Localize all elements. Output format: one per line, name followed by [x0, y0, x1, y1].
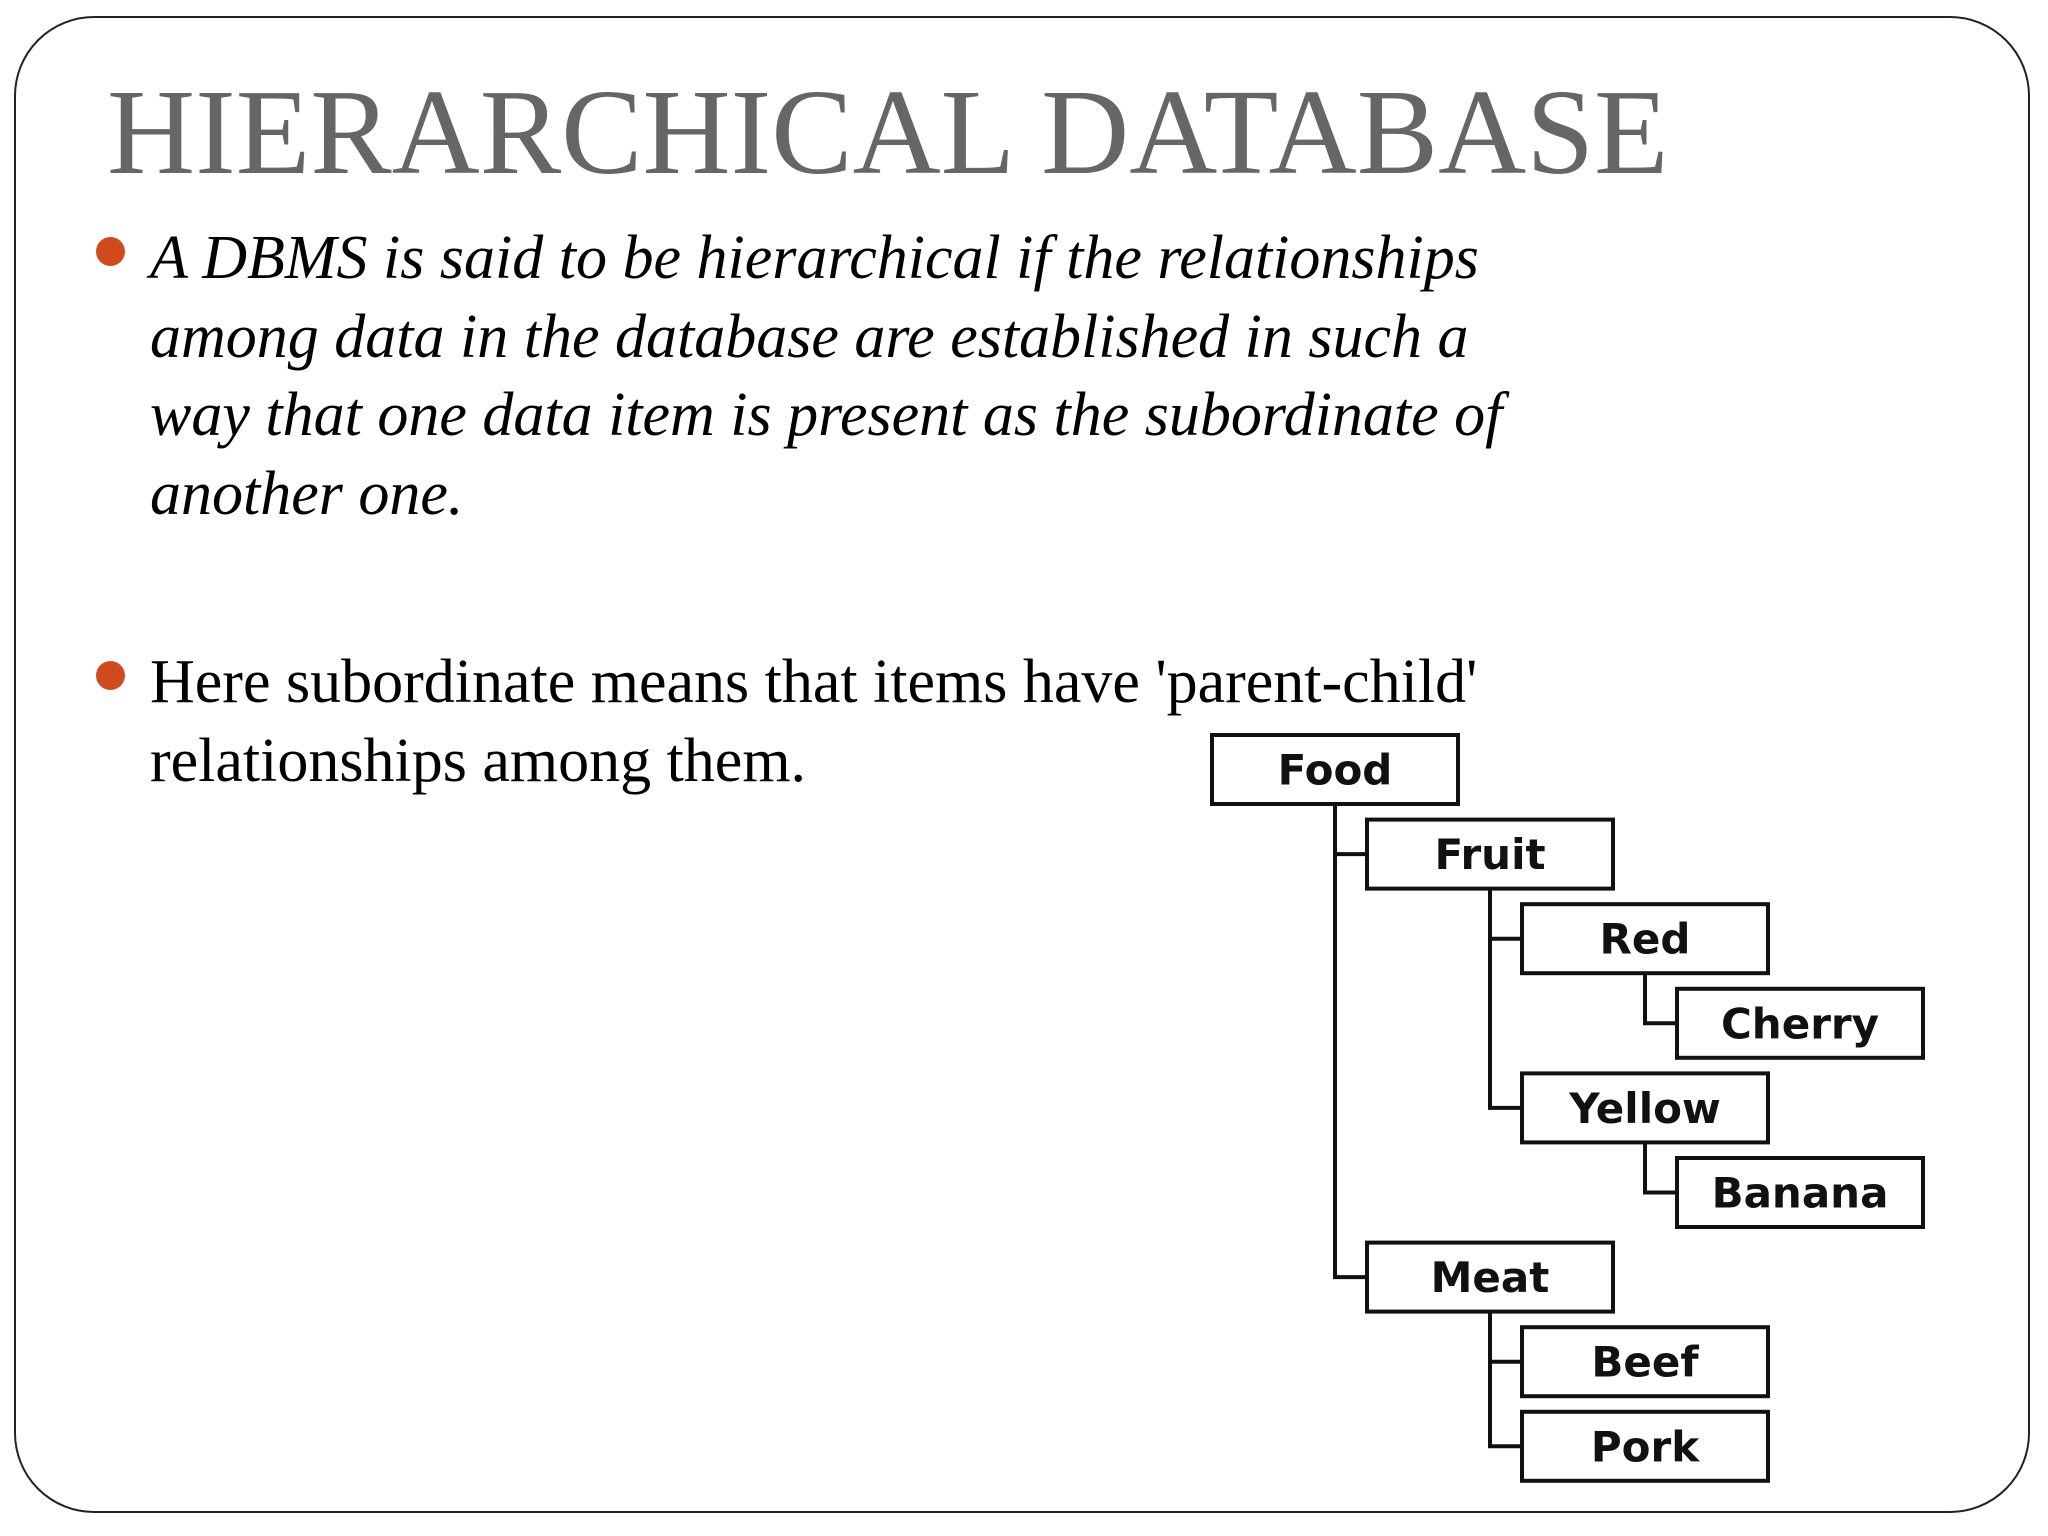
tree-node-label: Beef — [1591, 1338, 1699, 1387]
tree-node-box — [1520, 1071, 1770, 1145]
tree-connector — [1643, 1142, 1677, 1195]
tree-node-box — [1365, 1240, 1615, 1314]
tree-connector — [1488, 1311, 1522, 1449]
bullet-1-line: way that one data item is present as the… — [150, 381, 1503, 449]
bullet-2-line: relationships among them. — [150, 726, 807, 795]
slide-title: HIERARCHICAL DATABASE — [107, 65, 1669, 200]
tree-node-box — [1210, 733, 1460, 806]
slide-frame — [14, 16, 2030, 1513]
tree-connector — [1488, 888, 1522, 1110]
tree-node-label: Meat — [1431, 1253, 1550, 1302]
tree-connector — [1643, 973, 1677, 1026]
bullet-dot-icon — [96, 237, 125, 266]
tree-node-label: Red — [1600, 915, 1691, 964]
tree-node-label: Fruit — [1434, 830, 1545, 879]
tree-node-label: Banana — [1712, 1169, 1889, 1218]
tree-node-label: Pork — [1591, 1422, 1700, 1471]
tree-connector — [1488, 1311, 1522, 1364]
tree-node-box — [1675, 986, 1925, 1060]
bullet-1-text: A DBMS is said to be hierarchical if the… — [150, 219, 1502, 533]
tree-connector — [1333, 804, 1367, 857]
tree-connector — [1488, 888, 1522, 941]
bullet-2-text: Here subordinate means that items have '… — [150, 643, 1477, 800]
tree-node-label: Yellow — [1568, 1084, 1721, 1133]
tree-node-box — [1365, 817, 1615, 891]
tree-node-label: Food — [1278, 746, 1393, 795]
tree-node-label: Cherry — [1721, 999, 1879, 1048]
bullet-1-line: A DBMS is said to be hierarchical if the… — [150, 224, 1479, 292]
tree-connector — [1333, 804, 1367, 1280]
tree-node-box — [1675, 1156, 1925, 1229]
bullet-1-line: among data in the database are establish… — [150, 302, 1469, 371]
bullet-dot-icon — [96, 661, 125, 690]
tree-node-box — [1520, 1325, 1770, 1399]
bullet-1-line: another one. — [150, 459, 464, 528]
tree-node-box — [1520, 1409, 1770, 1483]
bullet-2-line: Here subordinate means that items have '… — [150, 648, 1478, 716]
tree-node-box — [1520, 902, 1770, 976]
